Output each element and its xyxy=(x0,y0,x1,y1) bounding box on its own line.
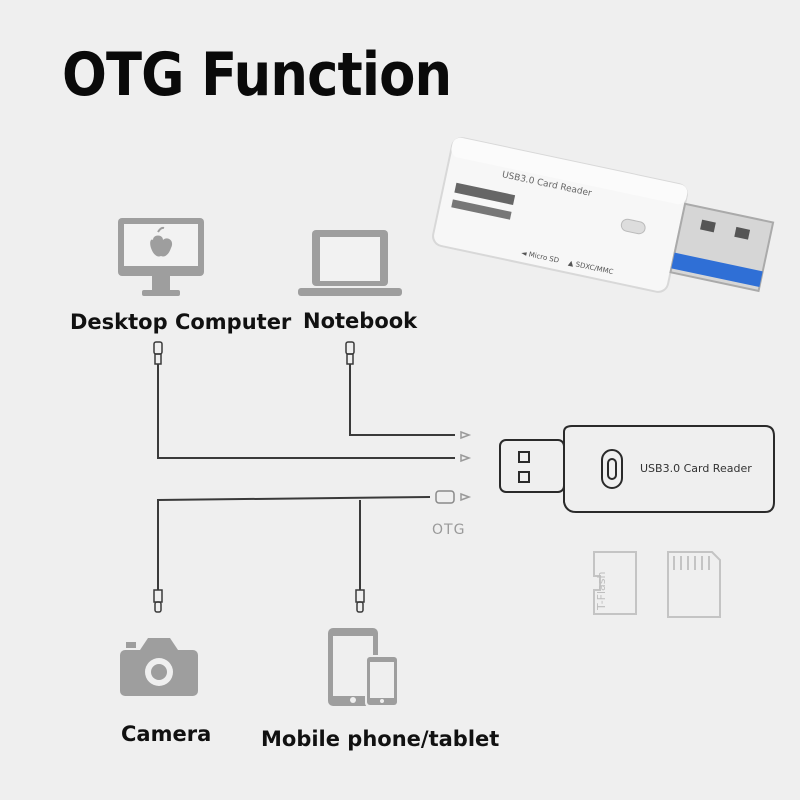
cable-plug-mobile xyxy=(355,589,365,613)
mobile-tablet-icon xyxy=(328,628,399,707)
tflash-card-icon: T-Flash xyxy=(593,551,637,615)
label-otg: OTG xyxy=(432,522,466,538)
label-notebook: Notebook xyxy=(303,309,418,333)
reader-outline-text: USB3.0 Card Reader xyxy=(640,462,752,475)
apple-desktop-icon xyxy=(118,218,204,296)
sd-card-icon xyxy=(667,551,721,618)
cables xyxy=(157,364,455,590)
label-camera: Camera xyxy=(121,722,212,746)
notebook-icon xyxy=(298,230,402,296)
label-mobile-phone-tablet: Mobile phone/tablet xyxy=(261,727,500,751)
cable-plug-notebook xyxy=(345,341,355,365)
label-desktop-computer: Desktop Computer xyxy=(70,310,292,334)
tflash-text: T-Flash xyxy=(595,571,608,611)
otg-connector-icon xyxy=(435,490,455,504)
cable-plug-desktop xyxy=(153,341,163,365)
card-reader-photo: USB3.0 Card Reader ◄ Micro SD ▲ SDXC/MMC xyxy=(432,137,775,293)
page-title: OTG Function xyxy=(62,40,452,110)
card-reader-outline: USB3.0 Card Reader xyxy=(499,425,775,513)
arrow-icons xyxy=(460,430,472,502)
cable-plug-camera xyxy=(153,589,163,613)
camera-icon xyxy=(120,638,198,696)
